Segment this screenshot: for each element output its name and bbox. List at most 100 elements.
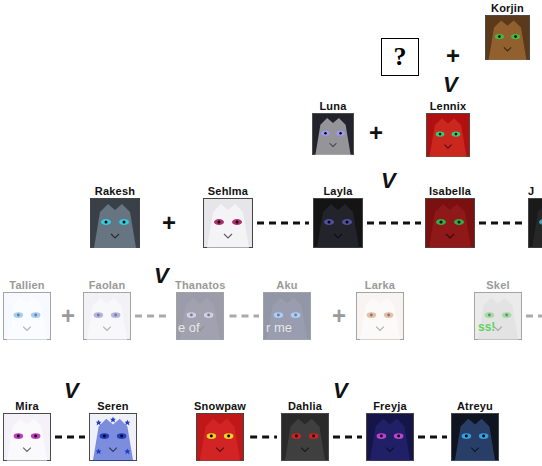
portrait-eye	[367, 312, 377, 318]
portrait-eye	[479, 433, 489, 439]
sibling-connector	[418, 437, 447, 438]
portrait-nose	[216, 448, 224, 452]
portrait-nose	[109, 448, 117, 452]
character-name: Larka	[365, 279, 395, 292]
portrait-ground	[3, 413, 50, 460]
portrait-pupil	[380, 435, 383, 438]
character-node: Sehlma	[203, 185, 253, 248]
sibling-dash	[250, 436, 277, 439]
portrait-ground	[281, 413, 328, 460]
portrait-eye	[207, 433, 217, 439]
sibling-dash	[257, 222, 309, 225]
character-portrait	[90, 198, 140, 248]
portrait-nose	[23, 327, 31, 331]
character-name: Skel	[486, 279, 509, 292]
character-node: J	[528, 185, 542, 248]
character-portrait	[528, 198, 542, 248]
portrait-eye	[436, 131, 445, 136]
portrait-head	[315, 118, 350, 155]
portrait-nose	[224, 234, 232, 238]
character-portrait	[425, 198, 475, 248]
sibling-connector	[230, 316, 260, 317]
portrait-pupil	[123, 221, 126, 224]
portrait-eye	[384, 312, 394, 318]
character-node: Seren	[89, 400, 137, 461]
portrait-pupil	[324, 132, 327, 135]
portrait-pupil	[120, 435, 123, 438]
character-node: Mira	[3, 400, 51, 461]
portrait-pupil	[34, 314, 37, 317]
character-name: Dahlia	[288, 400, 322, 413]
character-name: Korjin	[491, 2, 524, 15]
sibling-connector	[257, 223, 309, 224]
character-node: Tallien	[3, 279, 51, 340]
portrait-ground	[91, 199, 140, 248]
character-name: Faolan	[89, 279, 126, 292]
portrait-pupil	[114, 314, 117, 317]
portrait-ground	[366, 413, 413, 460]
character-name: Luna	[319, 100, 346, 113]
portrait-eye	[321, 131, 329, 136]
portrait-eye	[454, 219, 464, 225]
portrait-nose	[376, 327, 384, 331]
sibling-dash	[135, 315, 171, 318]
character-name: Freyja	[373, 400, 407, 413]
sibling-dash	[230, 315, 260, 318]
portrait-head	[285, 419, 325, 461]
portrait-head	[360, 298, 400, 340]
pairing-plus: +	[332, 304, 346, 328]
portrait-eye	[485, 312, 495, 318]
character-node: Dahlia	[281, 400, 329, 461]
watermark-text: r me	[266, 321, 292, 335]
portrait-eye	[336, 131, 344, 136]
portrait-pupil	[488, 314, 491, 317]
portrait-eye	[187, 312, 197, 318]
sibling-connector	[367, 223, 421, 224]
sibling-dash	[333, 436, 362, 439]
pairing-plus: +	[446, 44, 460, 68]
portrait-pupil	[370, 314, 373, 317]
portrait-nose	[111, 234, 119, 238]
character-portrait	[313, 198, 363, 248]
portrait-pupil	[346, 221, 349, 224]
portrait-eye	[111, 312, 121, 318]
portrait-nose	[446, 234, 454, 238]
portrait-ground	[204, 199, 253, 248]
portrait-eye	[511, 34, 520, 39]
character-portrait	[83, 292, 131, 340]
character-name: Sehlma	[208, 185, 248, 198]
portrait-ground	[3, 292, 50, 339]
portrait-head	[200, 419, 240, 461]
portrait-pupil	[387, 314, 390, 317]
sibling-connector	[250, 437, 277, 438]
character-node: Larka	[356, 279, 404, 340]
portrait-nose	[301, 448, 309, 452]
portrait-eye	[100, 433, 110, 439]
portrait-pupil	[210, 435, 213, 438]
portrait-eye	[377, 433, 387, 439]
portrait-eye	[539, 219, 542, 225]
portrait-eye	[31, 433, 41, 439]
portrait-ground	[426, 113, 469, 156]
portrait-ground	[474, 292, 521, 339]
portrait-ground	[485, 15, 529, 59]
portrait-ground	[356, 292, 403, 339]
character-name: Seren	[97, 400, 129, 413]
portrait-pupil	[328, 221, 331, 224]
character-portrait	[3, 413, 51, 461]
portrait-head	[267, 298, 307, 340]
character-node: Atreyu	[451, 400, 499, 461]
descent-mark: V	[154, 265, 169, 287]
portrait-eye	[324, 219, 334, 225]
portrait-pupil	[295, 435, 298, 438]
portrait-eye	[232, 219, 242, 225]
character-name: Mira	[15, 400, 38, 413]
unknown-box: ?	[381, 38, 419, 76]
character-portrait	[426, 113, 470, 157]
portrait-ground	[312, 113, 353, 154]
portrait-pupil	[207, 314, 210, 317]
portrait-eye	[502, 312, 512, 318]
portrait-ground	[197, 413, 244, 460]
portrait-head	[429, 204, 471, 248]
character-portrait	[89, 413, 137, 461]
